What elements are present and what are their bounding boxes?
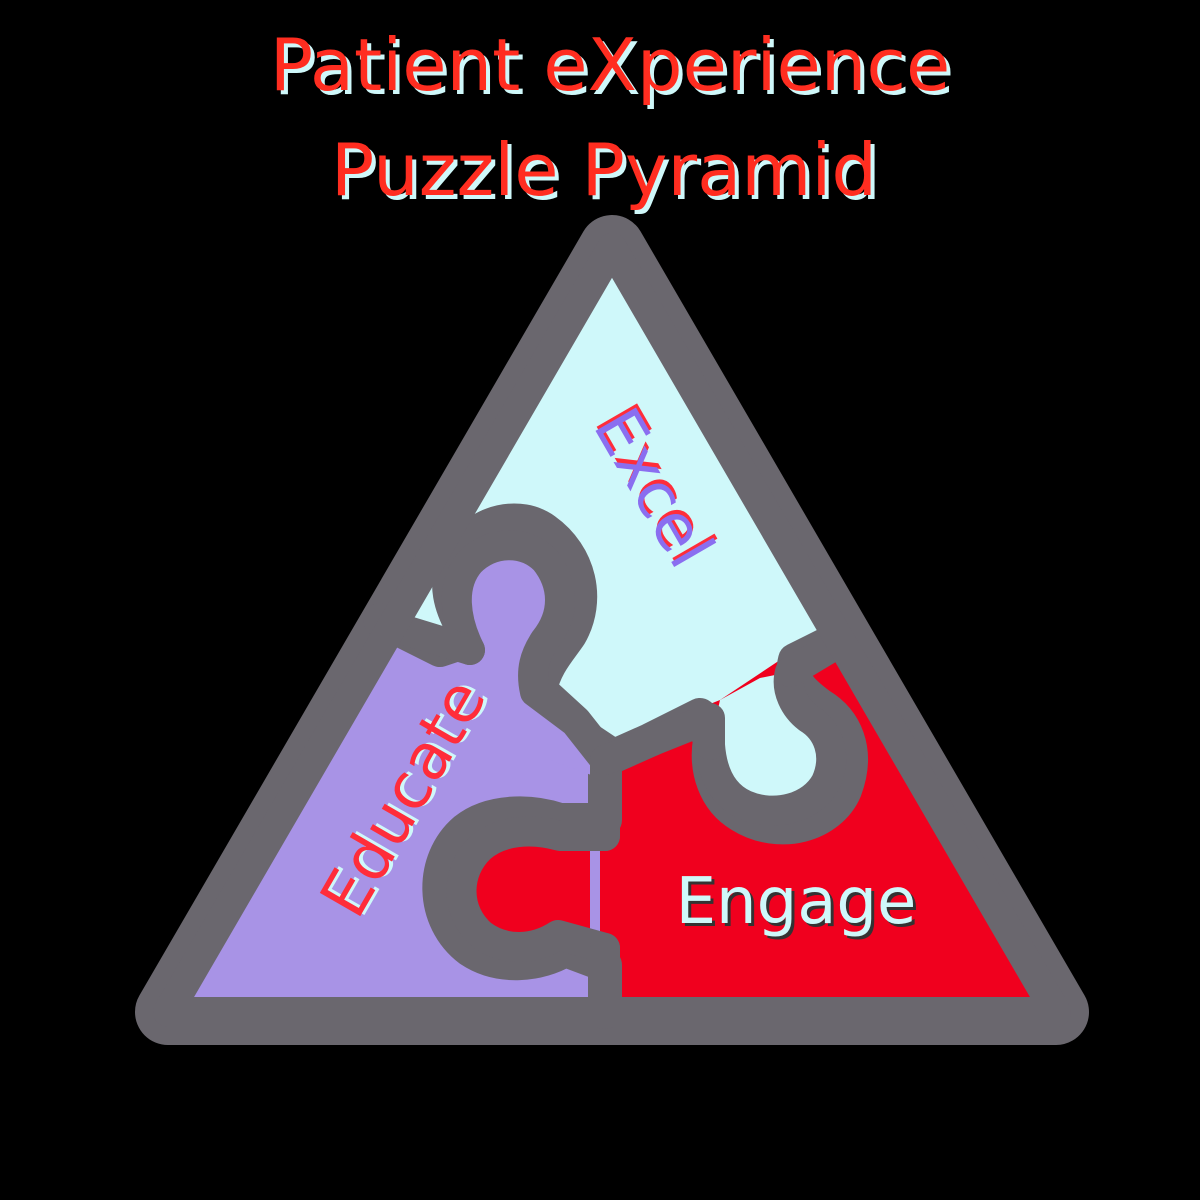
excel-knob xyxy=(710,672,832,811)
title-line-2: Puzzle Pyramid xyxy=(331,128,877,212)
engage-label-group: Engage Engage xyxy=(676,865,920,942)
pyramid-border xyxy=(153,233,1071,1027)
title-line-2-shadow: Puzzle Pyramid xyxy=(335,132,881,216)
title: Patient eXperience Patient eXperience Pu… xyxy=(270,23,955,216)
engage-label: Engage xyxy=(676,865,917,939)
engage-label-shadow: Engage xyxy=(679,868,920,942)
engage-knob xyxy=(461,831,590,948)
title-line-1-shadow: Patient eXperience xyxy=(274,27,955,111)
title-line-1: Patient eXperience xyxy=(270,23,951,107)
